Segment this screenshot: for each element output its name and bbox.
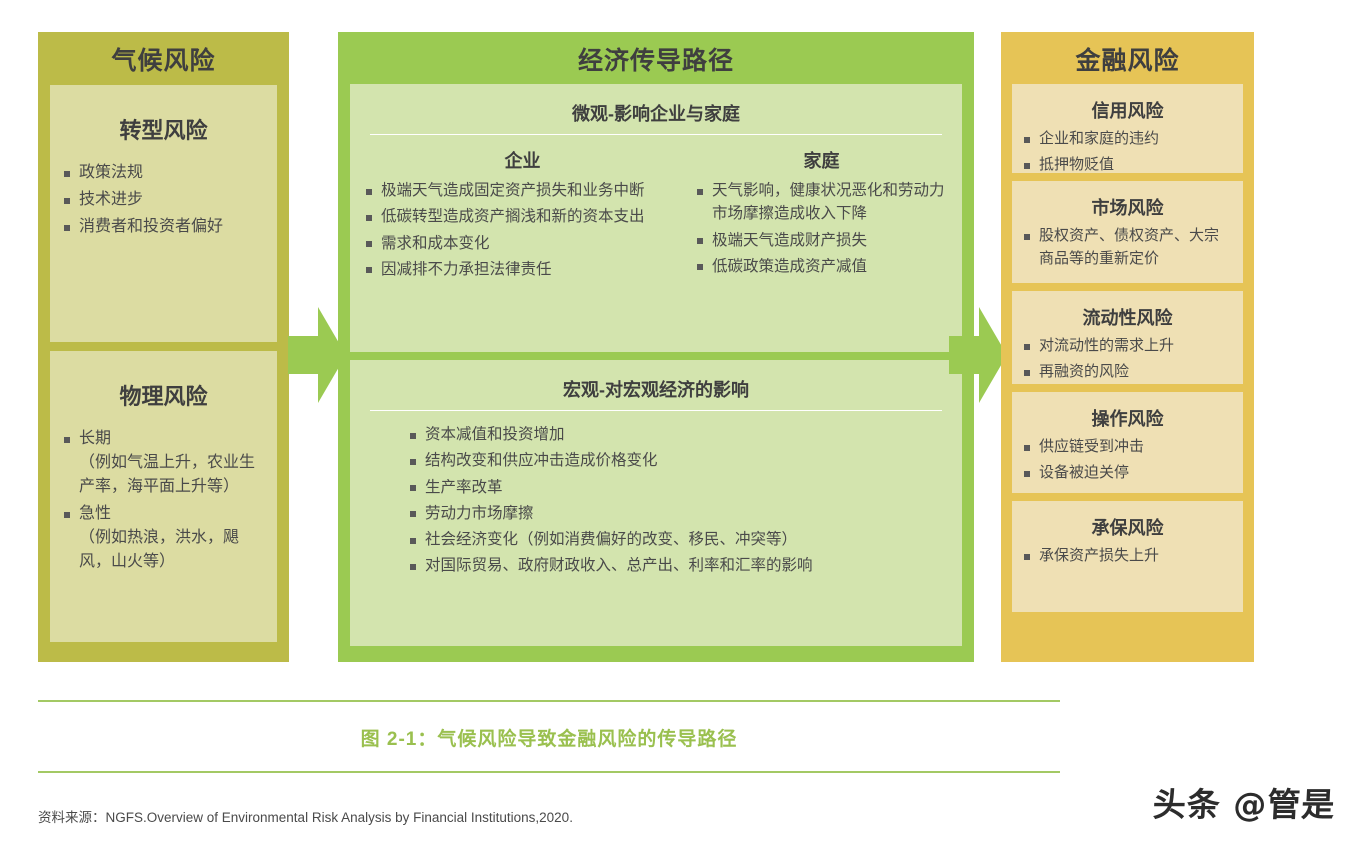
list-item: 企业和家庭的违约	[1022, 128, 1233, 151]
list-item: 消费者和投资者偏好	[62, 215, 265, 239]
panel-macro: 宏观-对宏观经济的影响 资本减值和投资增加 结构改变和供应冲击造成价格变化 生产…	[350, 360, 962, 646]
watermark: 头条 @管是	[1151, 785, 1336, 824]
card-title-transition-risk: 转型风险	[119, 118, 208, 143]
bullet-list-enterprise: 极端天气造成固定资产损失和业务中断 低碳转型造成资产搁浅和新的资本支出 需求和成…	[364, 179, 681, 281]
card-liquidity-risk: 流动性风险 对流动性的需求上升 再融资的风险	[1012, 291, 1243, 384]
card-title-operational-risk: 操作风险	[1091, 409, 1164, 429]
list-item: 因减排不力承担法律责任	[364, 258, 681, 281]
subcolumn-household: 家庭 天气影响，健康状况恶化和劳动力市场摩擦造成收入下降 极端天气造成财产损失 …	[695, 147, 948, 284]
card-title-physical-risk: 物理风险	[119, 384, 208, 409]
bullet-list-credit-risk: 企业和家庭的违约 抵押物贬值	[1022, 128, 1233, 176]
card-physical-risk: 物理风险 长期 （例如气温上升，农业生产率，海平面上升等） 急性 （例如热浪，洪…	[50, 351, 277, 642]
card-underwriting-risk: 承保风险 承保资产损失上升	[1012, 501, 1243, 612]
card-title-underwriting-risk: 承保风险	[1091, 518, 1164, 538]
figure-caption: 图 2-1：气候风险导致金融风险的传导路径	[360, 729, 738, 750]
bullet-list-underwriting-risk: 承保资产损失上升	[1022, 545, 1233, 568]
list-item: 急性 （例如热浪，洪水，飓风，山火等）	[62, 502, 265, 574]
subcolumn-title-household: 家庭	[803, 151, 840, 171]
card-title-market-risk: 市场风险	[1091, 198, 1164, 218]
subcolumn-title-enterprise: 企业	[504, 151, 541, 171]
source-label: 资料来源：	[38, 810, 106, 825]
list-item: 政策法规	[62, 161, 265, 185]
subcolumn-enterprise: 企业 极端天气造成固定资产损失和业务中断 低碳转型造成资产搁浅和新的资本支出 需…	[364, 147, 681, 284]
list-item: 社会经济变化（例如消费偏好的改变、移民、冲突等）	[408, 528, 948, 551]
caption-rule-bottom	[38, 771, 1060, 773]
climate-risk-transmission-diagram: 气候风险 转型风险 政策法规 技术进步 消费者和投资者偏好 物理风险 长期 （例…	[38, 32, 1254, 662]
card-title-credit-risk: 信用风险	[1091, 101, 1164, 121]
list-item: 再融资的风险	[1022, 361, 1233, 384]
card-operational-risk: 操作风险 供应链受到冲击 设备被迫关停	[1012, 392, 1243, 493]
column-financial-risk: 金融风险 信用风险 企业和家庭的违约 抵押物贬值 市场风险 股权资产、债权资产、…	[1001, 32, 1254, 662]
list-item: 低碳政策造成资产减值	[695, 255, 948, 278]
column-title-financial-risk: 金融风险	[1075, 47, 1180, 75]
panel-divider-macro	[370, 410, 942, 411]
caption-rule-top	[38, 700, 1060, 702]
card-credit-risk: 信用风险 企业和家庭的违约 抵押物贬值	[1012, 84, 1243, 173]
figure-caption-block: 图 2-1：气候风险导致金融风险的传导路径	[38, 700, 1060, 773]
list-item-main: 长期	[79, 430, 112, 447]
panel-divider-micro	[370, 134, 942, 135]
list-item: 资本减值和投资增加	[408, 423, 948, 446]
bullet-list-liquidity-risk: 对流动性的需求上升 再融资的风险	[1022, 335, 1233, 383]
list-item: 劳动力市场摩擦	[408, 502, 948, 525]
list-item-note: （例如气温上升，农业生产率，海平面上升等）	[79, 454, 256, 495]
list-item: 极端天气造成财产损失	[695, 229, 948, 252]
list-item: 承保资产损失上升	[1022, 545, 1233, 568]
arrow-path-to-finance-icon	[949, 303, 1007, 407]
list-item: 对国际贸易、政府财政收入、总产出、利率和汇率的影响	[408, 554, 948, 577]
list-item: 天气影响，健康状况恶化和劳动力市场摩擦造成收入下降	[695, 179, 948, 226]
list-item: 对流动性的需求上升	[1022, 335, 1233, 358]
panel-title-macro: 宏观-对宏观经济的影响	[563, 380, 749, 400]
list-item-note: （例如热浪，洪水，飓风，山火等）	[79, 529, 240, 570]
list-item: 技术进步	[62, 188, 265, 212]
bullet-list-physical-risk: 长期 （例如气温上升，农业生产率，海平面上升等） 急性 （例如热浪，洪水，飓风，…	[62, 427, 265, 574]
list-item: 股权资产、债权资产、大宗商品等的重新定价	[1022, 225, 1233, 270]
list-item: 生产率改革	[408, 476, 948, 499]
column-climate-risk: 气候风险 转型风险 政策法规 技术进步 消费者和投资者偏好 物理风险 长期 （例…	[38, 32, 289, 662]
list-item: 长期 （例如气温上升，农业生产率，海平面上升等）	[62, 427, 265, 499]
list-item: 需求和成本变化	[364, 232, 681, 255]
list-item: 低碳转型造成资产搁浅和新的资本支出	[364, 205, 681, 228]
list-item: 极端天气造成固定资产损失和业务中断	[364, 179, 681, 202]
source-line: 资料来源：NGFS.Overview of Environmental Risk…	[38, 806, 573, 826]
card-title-liquidity-risk: 流动性风险	[1082, 308, 1173, 328]
bullet-list-operational-risk: 供应链受到冲击 设备被迫关停	[1022, 436, 1233, 484]
panel-title-micro: 微观-影响企业与家庭	[572, 104, 740, 124]
column-title-economic-transmission: 经济传导路径	[577, 47, 734, 75]
source-reference: NGFS.Overview of Environmental Risk Anal…	[105, 810, 573, 825]
arrow-climate-to-path-icon	[288, 303, 346, 407]
bullet-list-macro: 资本减值和投资增加 结构改变和供应冲击造成价格变化 生产率改革 劳动力市场摩擦 …	[364, 423, 948, 578]
bullet-list-household: 天气影响，健康状况恶化和劳动力市场摩擦造成收入下降 极端天气造成财产损失 低碳政…	[695, 179, 948, 278]
list-item: 供应链受到冲击	[1022, 436, 1233, 459]
panel-micro: 微观-影响企业与家庭 企业 极端天气造成固定资产损失和业务中断 低碳转型造成资产…	[350, 84, 962, 352]
list-item: 抵押物贬值	[1022, 154, 1233, 177]
column-title-climate-risk: 气候风险	[111, 47, 216, 75]
card-market-risk: 市场风险 股权资产、债权资产、大宗商品等的重新定价	[1012, 181, 1243, 283]
list-item: 结构改变和供应冲击造成价格变化	[408, 449, 948, 472]
list-item: 设备被迫关停	[1022, 462, 1233, 485]
card-transition-risk: 转型风险 政策法规 技术进步 消费者和投资者偏好	[50, 85, 277, 342]
bullet-list-transition-risk: 政策法规 技术进步 消费者和投资者偏好	[62, 161, 265, 239]
bullet-list-market-risk: 股权资产、债权资产、大宗商品等的重新定价	[1022, 225, 1233, 270]
list-item-main: 急性	[79, 505, 112, 522]
column-economic-transmission: 经济传导路径 微观-影响企业与家庭 企业 极端天气造成固定资产损失和业务中断 低…	[338, 32, 974, 662]
